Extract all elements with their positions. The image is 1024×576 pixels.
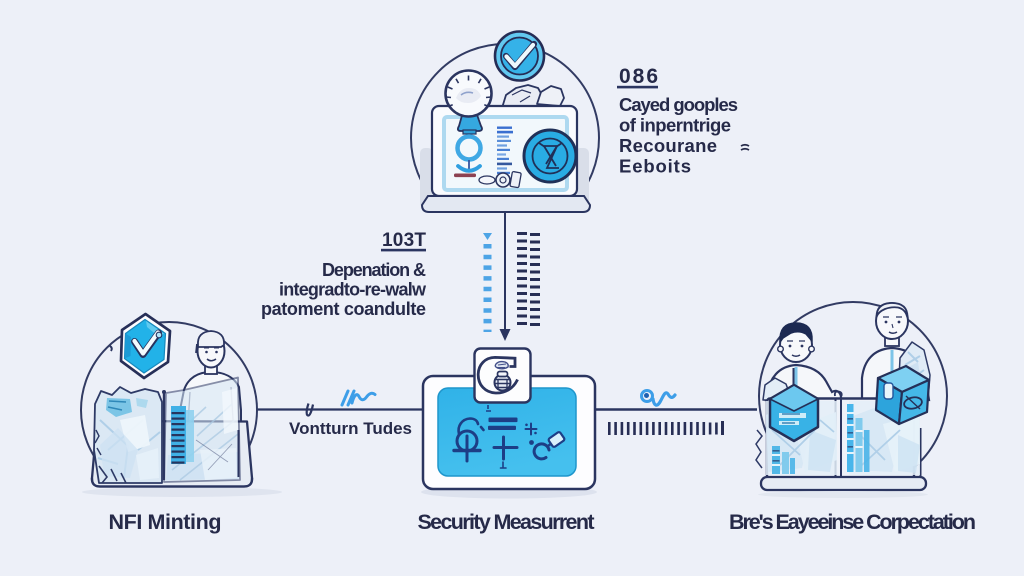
svg-text:of inperntrige: of inperntrige: [619, 115, 731, 136]
svg-text:Security Measurrent: Security Measurrent: [418, 510, 595, 534]
svg-text:Depenation &: Depenation &: [322, 260, 426, 280]
svg-text:Cayed gooples: Cayed gooples: [619, 94, 738, 115]
svg-text:Recourane: Recourane: [619, 135, 717, 156]
svg-text:103T: 103T: [382, 230, 426, 251]
svg-text:086: 086: [619, 65, 658, 88]
svg-text:patoment coandulte: patoment coandulte: [261, 299, 426, 319]
svg-text:Bre's Eayeeinse Corpectation: Bre's Eayeeinse Corpectation: [729, 510, 976, 534]
svg-text:integradto-re-walw: integradto-re-walw: [279, 280, 427, 300]
svg-text:Vontturn Tudes: Vontturn Tudes: [289, 419, 412, 438]
svg-text:Eeboits: Eeboits: [619, 156, 691, 177]
svg-text:NFI Minting: NFI Minting: [109, 510, 222, 534]
